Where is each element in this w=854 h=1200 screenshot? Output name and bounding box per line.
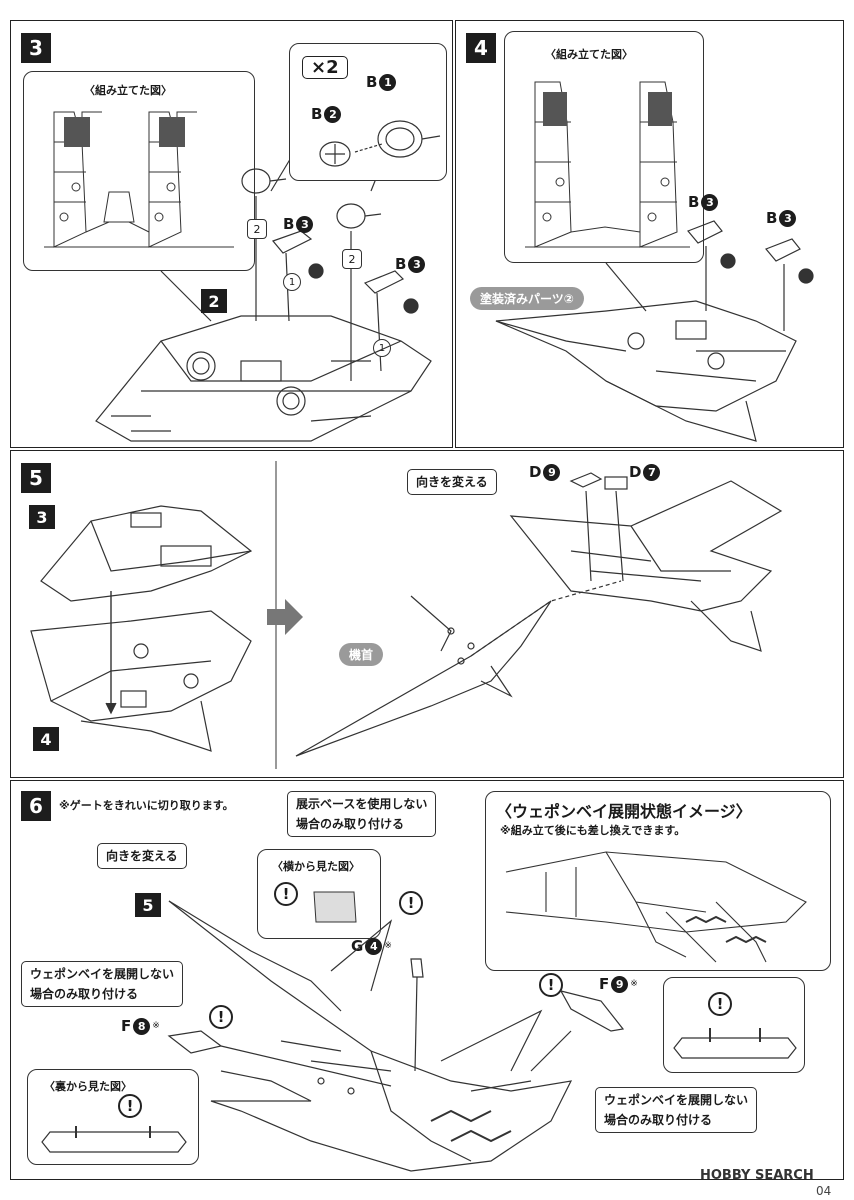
left-assembly-drawing (30, 505, 253, 752)
side-view-callout: 〈横から見た図〉 ! (257, 849, 381, 939)
turn-direction-label: 向きを変える (407, 469, 497, 495)
caution-icon: ! (539, 973, 563, 997)
display-base-note: 展示ベースを使用しない 場合のみ取り付ける (287, 791, 437, 837)
side-view-part-drawing (313, 891, 357, 923)
order-marker-2a: 2 (247, 219, 267, 239)
weapon-bay-image-title: 〈ウェポンベイ展開状態イメージ〉 (496, 802, 752, 821)
page-number: 04 (816, 1184, 832, 1198)
caution-icon: ! (274, 882, 298, 906)
step-6-panel: 6 ※ゲートをきれいに切り取ります。 向きを変える 5 展示ベースを使用しない … (10, 780, 844, 1180)
side-view-title: 〈横から見た図〉 (272, 860, 360, 873)
caution-icon: ! (399, 891, 423, 915)
step-3-panel: 3 〈組み立てた図〉 ×2 (10, 20, 453, 448)
step-number: 3 (21, 33, 51, 63)
assembled-view-callout: 〈組み立てた図〉 (23, 71, 255, 271)
watermark: HOBBY SEARCH (700, 1168, 814, 1183)
bearing-parts-drawing (319, 120, 441, 167)
sub-step-4-badge: 4 (33, 727, 59, 751)
fuselage-body-drawing (95, 315, 432, 442)
full-aircraft-drawing (167, 900, 625, 1172)
weapon-bay-note-left: ウェポンベイを展開しない 場合のみ取り付ける (21, 961, 184, 1007)
assembled-view-title: 〈組み立てた図〉 (545, 48, 633, 61)
order-marker-1a: 1 (283, 273, 301, 291)
f9-detail-drawing (673, 1028, 797, 1059)
callout-leader-line (605, 262, 647, 312)
multiplier-badge: ×2 (302, 56, 348, 79)
bearing-assembly-callout: ×2 (289, 43, 447, 181)
sub-step-2-badge: 2 (201, 289, 227, 313)
turn-direction-label: 向きを変える (97, 843, 187, 869)
weapon-bay-image-note: ※組み立て後にも差し換えできます。 (500, 824, 686, 837)
bearings-and-clips-drawing (241, 168, 419, 381)
gate-note: ※ゲートをきれいに切り取ります。 (59, 799, 234, 812)
f9-detail-callout: ! (663, 977, 805, 1073)
step-number: 6 (21, 791, 51, 821)
caution-icon: ! (118, 1094, 142, 1118)
weapon-bay-image-drawing (505, 851, 807, 963)
caution-icon: ! (708, 992, 732, 1016)
assembled-parts-drawing (44, 111, 234, 248)
order-marker-2b: 2 (342, 249, 362, 269)
sub-step-5-badge: 5 (135, 893, 161, 917)
wing-assembly-drawing (495, 220, 814, 442)
caution-icon: ! (209, 1005, 233, 1029)
order-marker-1b: 1 (373, 339, 391, 357)
assembled-view-callout: 〈組み立てた図〉 (504, 31, 704, 263)
assembled-parts-drawing (525, 81, 690, 248)
proceed-arrow (267, 599, 303, 635)
back-view-callout: 〈裏から見た図〉 ! (27, 1069, 199, 1165)
step-number: 5 (21, 463, 51, 493)
nose-and-body-drawing (295, 472, 783, 757)
assembled-view-title: 〈組み立てた図〉 (84, 84, 172, 97)
painted-parts-tag: 塗装済みパーツ② (470, 287, 584, 310)
step-number: 4 (466, 33, 496, 63)
nose-tag: 機首 (339, 643, 384, 666)
weapon-bay-image-callout: 〈ウェポンベイ展開状態イメージ〉 ※組み立て後にも差し換えできます。 (485, 791, 831, 971)
weapon-bay-note-right: ウェポンベイを展開しない 場合のみ取り付ける (595, 1087, 758, 1133)
back-view-title: 〈裏から見た図〉 (44, 1080, 132, 1093)
sub-step-3-badge: 3 (29, 505, 55, 529)
back-view-part-drawing (41, 1126, 187, 1153)
